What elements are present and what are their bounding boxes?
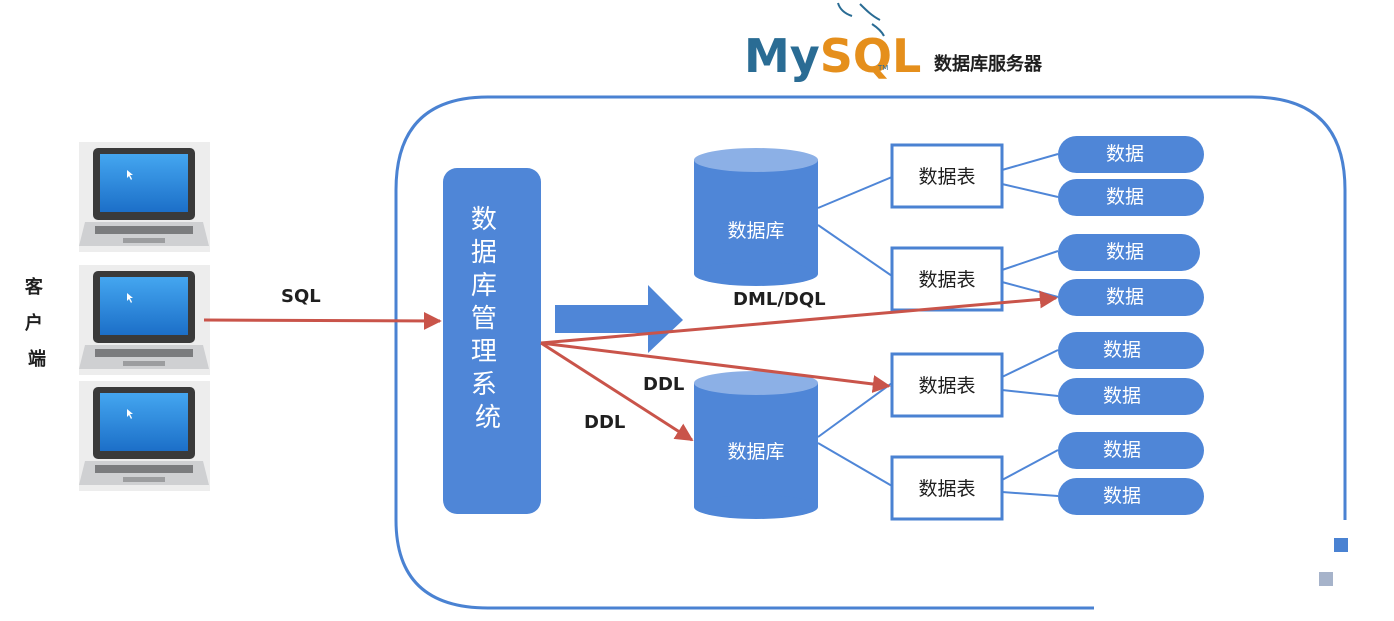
svg-text:数据: 数据 — [1103, 339, 1141, 361]
data-pill: 数据 — [1058, 234, 1200, 271]
data-pill: 数据 — [1058, 432, 1204, 469]
dbms-char: 管 — [471, 304, 497, 334]
svg-text:MySQL: MySQL — [744, 29, 921, 83]
dml-dql-arrow — [540, 290, 1058, 345]
server-title: 数据库服务器 — [934, 53, 1043, 75]
dbms-char: 据 — [471, 238, 497, 268]
svg-text:数据: 数据 — [1103, 485, 1141, 507]
client-char: 户 — [25, 312, 43, 334]
table-box: 数据表 — [890, 246, 1004, 312]
connector-lines — [817, 153, 1059, 497]
database-cylinder-1: 数据库 — [694, 148, 818, 286]
dbms-box — [443, 168, 541, 514]
database-cylinder-2: 数据库 — [694, 371, 818, 519]
data-pill: 数据 — [1058, 332, 1204, 369]
database-label: 数据库 — [727, 441, 784, 463]
table-box: 数据表 — [890, 143, 1004, 209]
ddl-lower-arrow — [540, 341, 694, 442]
dbms-char: 统 — [475, 403, 501, 433]
svg-text:数据: 数据 — [1103, 439, 1141, 461]
sql-arrow — [203, 311, 442, 330]
svg-text:数据: 数据 — [1106, 186, 1144, 208]
database-label: 数据库 — [727, 220, 784, 242]
dbms-char: 系 — [471, 370, 497, 400]
dbms-char: 理 — [471, 337, 497, 367]
ddl-upper-arrow — [540, 341, 891, 393]
data-pill: 数据 — [1058, 378, 1204, 415]
dolphin-icon — [837, 2, 885, 37]
ddl-lower-label: DDL — [584, 412, 625, 433]
laptop-icon — [79, 381, 210, 491]
dbms-label: 数 据 库 管 理 系 统 — [471, 205, 505, 433]
laptop-icon — [79, 265, 210, 375]
mysql-logo: MySQL TM — [744, 2, 921, 83]
client-char: 客 — [25, 276, 44, 298]
client-char: 端 — [28, 349, 46, 370]
svg-text:数据表: 数据表 — [918, 269, 975, 291]
svg-text:数据: 数据 — [1103, 385, 1141, 407]
table-box: 数据表 — [890, 455, 1004, 521]
dbms-char: 数 — [471, 205, 497, 235]
dbms-char: 库 — [471, 271, 497, 301]
client-label: 客 户 端 — [25, 276, 49, 370]
svg-text:数据: 数据 — [1106, 241, 1144, 263]
table-box: 数据表 — [890, 352, 1004, 418]
corner-square-light — [1319, 572, 1333, 586]
corner-square-dark — [1334, 538, 1348, 552]
logo-my: My — [744, 29, 820, 83]
flow-arrow — [555, 285, 683, 353]
data-pill: 数据 — [1058, 478, 1204, 515]
data-pill: 数据 — [1058, 179, 1204, 216]
data-pill: 数据 — [1058, 279, 1204, 316]
data-pill: 数据 — [1058, 136, 1204, 173]
server-container — [394, 95, 1347, 610]
logo-sql: SQL — [820, 29, 922, 83]
svg-text:数据: 数据 — [1106, 286, 1144, 308]
logo-tm: TM — [877, 64, 888, 72]
svg-text:数据: 数据 — [1106, 143, 1144, 165]
sql-label: SQL — [281, 286, 321, 307]
dml-dql-label: DML/DQL — [733, 289, 826, 310]
ddl-upper-label: DDL — [643, 374, 684, 395]
svg-text:数据表: 数据表 — [918, 375, 975, 397]
svg-text:数据表: 数据表 — [918, 478, 975, 500]
svg-text:数据表: 数据表 — [918, 166, 975, 188]
laptop-icon — [79, 142, 210, 252]
